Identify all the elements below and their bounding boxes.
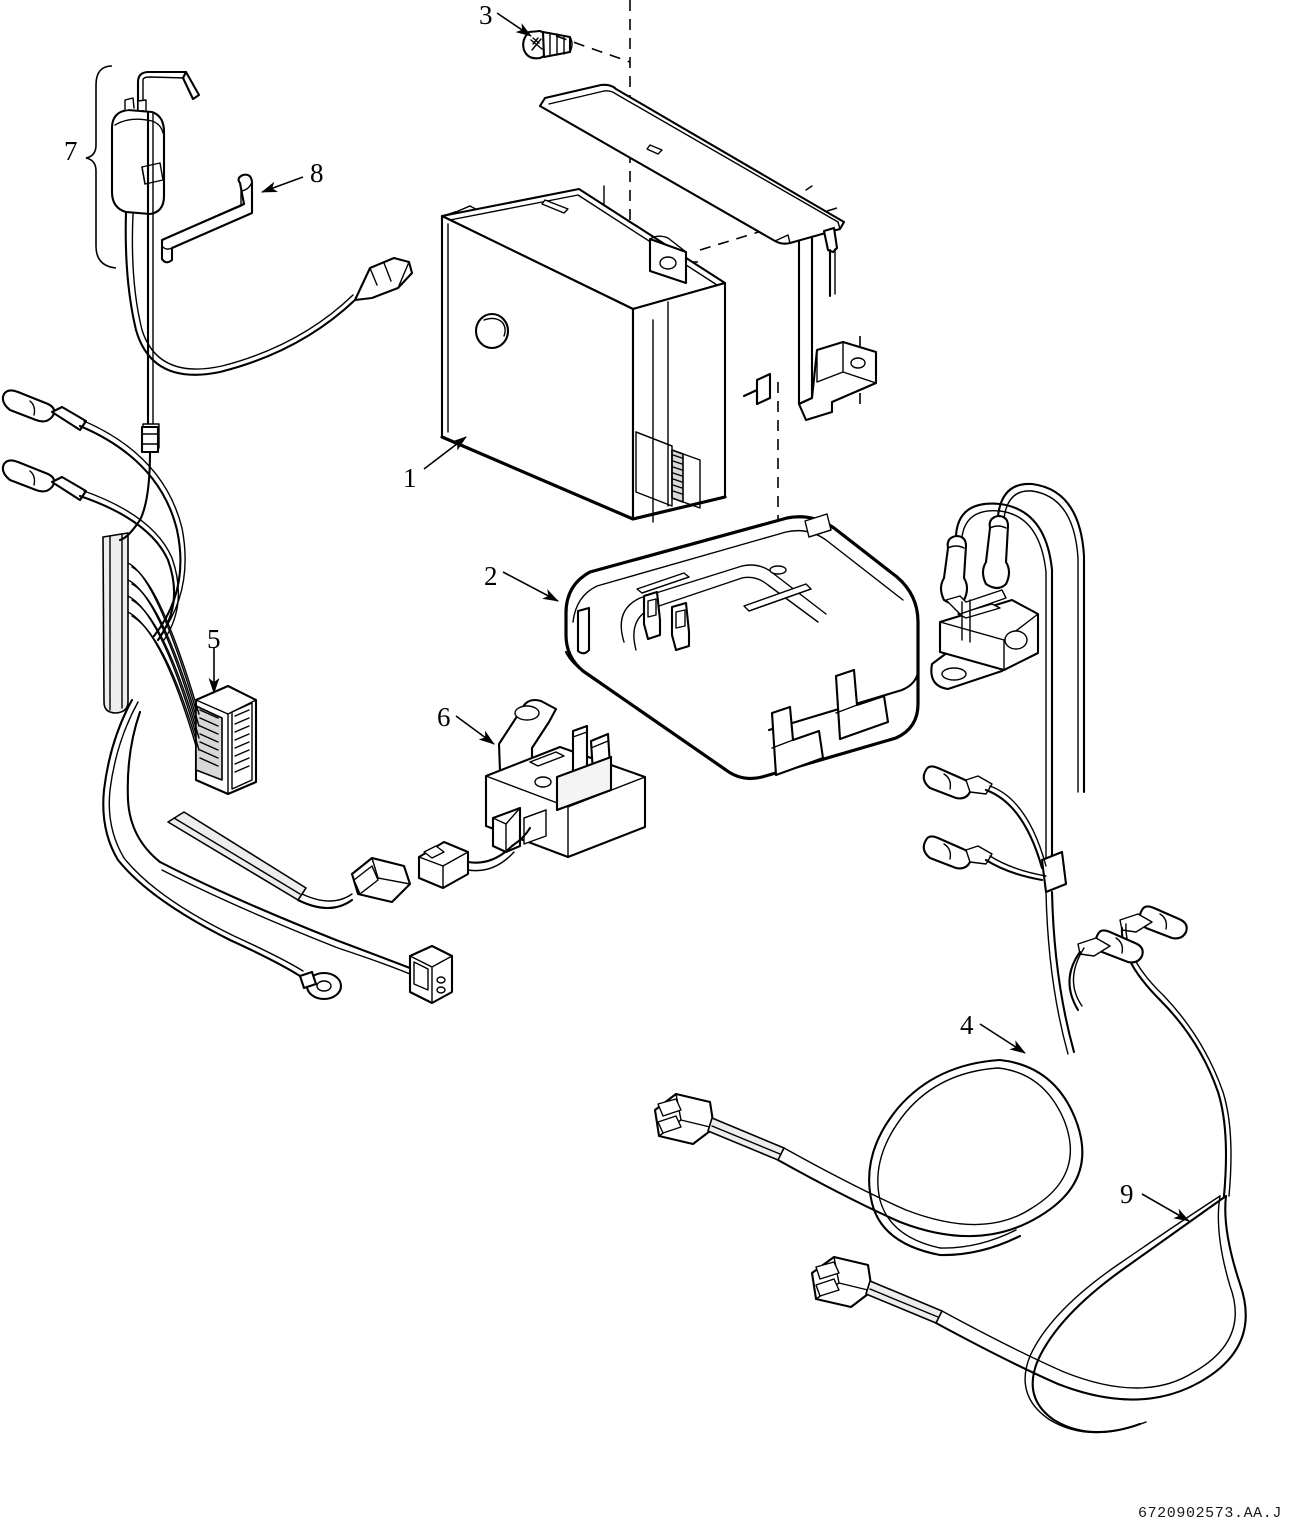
callout-label-4: 4 bbox=[960, 1010, 974, 1040]
leader-8 bbox=[261, 176, 304, 193]
part-mounting-screw bbox=[522, 29, 573, 60]
callout-label-3: 3 bbox=[479, 0, 493, 30]
leader-2 bbox=[502, 571, 559, 602]
leader-3 bbox=[496, 12, 532, 37]
callout-label-1: 1 bbox=[403, 463, 417, 493]
callout-label-7: 7 bbox=[64, 136, 78, 166]
part-control-module bbox=[440, 187, 727, 523]
callout-label-8: 8 bbox=[310, 158, 324, 188]
part-wiring-harness bbox=[1, 389, 532, 1005]
part-ignition-transformer bbox=[922, 482, 1232, 1198]
part-connection-cable-long bbox=[653, 1058, 1084, 1257]
part-relay-switch-assembly bbox=[484, 698, 647, 859]
part-mounting-bracket bbox=[742, 224, 878, 422]
leader-1 bbox=[423, 436, 467, 470]
callout-leaders bbox=[208, 12, 1190, 1222]
leader-6 bbox=[455, 715, 495, 745]
callout-label-5: 5 bbox=[207, 624, 221, 654]
callout-label-9: 9 bbox=[1120, 1179, 1134, 1209]
part-housing-cover bbox=[564, 513, 920, 781]
part-ignition-electrode-assembly bbox=[85, 65, 414, 449]
leader-4 bbox=[979, 1023, 1026, 1054]
document-footer-code: 6720902573.AA.J bbox=[1137, 1505, 1282, 1522]
part-connection-cable-short bbox=[810, 1194, 1247, 1434]
leader-9 bbox=[1141, 1193, 1190, 1222]
callout-label-2: 2 bbox=[484, 561, 498, 591]
part-cover-plate bbox=[538, 83, 846, 298]
callout-label-6: 6 bbox=[437, 702, 451, 732]
part-retaining-clip bbox=[160, 173, 254, 264]
